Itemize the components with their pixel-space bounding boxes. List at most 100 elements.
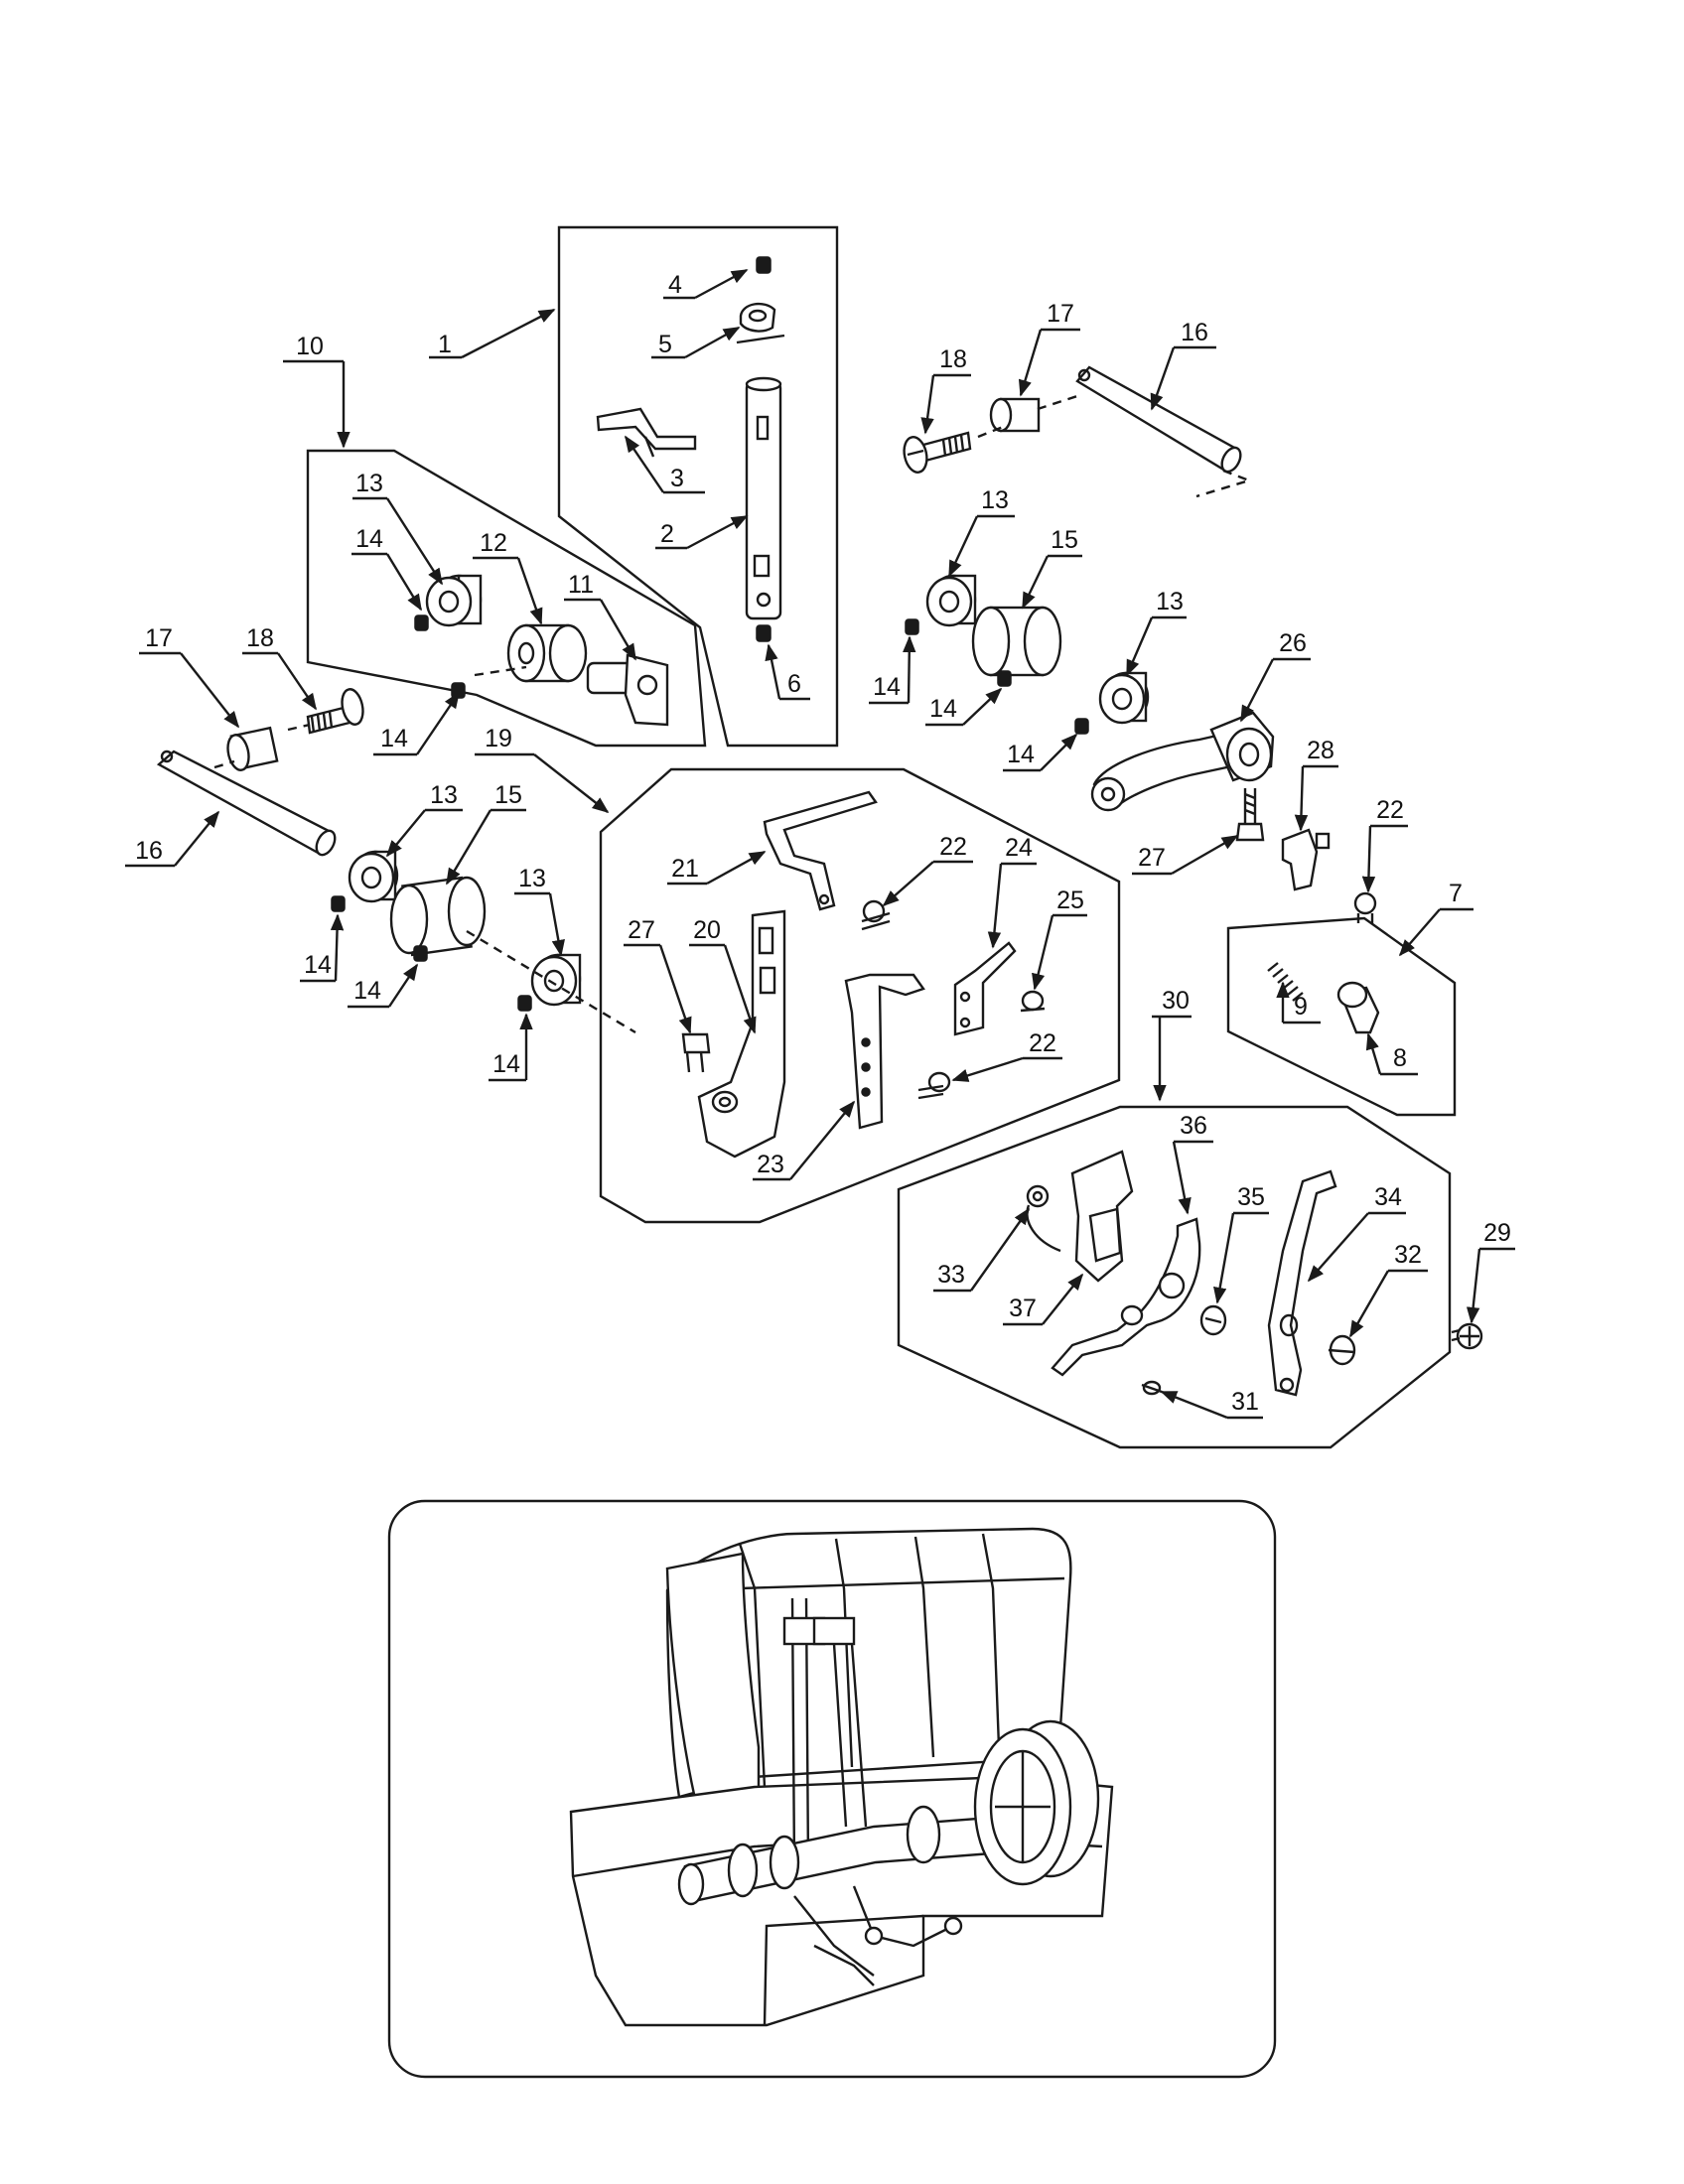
callout-leader xyxy=(1365,1032,1382,1075)
callout-35: 35 xyxy=(1237,1183,1265,1211)
callout-leader xyxy=(1239,658,1275,723)
part-27-screw xyxy=(1235,788,1265,842)
callout-leader xyxy=(765,643,781,700)
group-7-box xyxy=(1226,916,1457,1117)
part-13-collar xyxy=(348,850,399,903)
callout-25: 25 xyxy=(1056,887,1084,914)
part-17-bushing xyxy=(226,726,279,771)
part-13-collar xyxy=(925,574,977,627)
callout-16: 16 xyxy=(135,837,163,865)
callout-7: 7 xyxy=(1449,880,1463,907)
assembly-line xyxy=(1037,393,1081,411)
callout-3: 3 xyxy=(670,465,684,492)
callout-leader xyxy=(1150,346,1176,411)
callout-13: 13 xyxy=(981,486,1009,514)
callout-leader xyxy=(1171,834,1239,876)
part-22-screw xyxy=(861,899,891,931)
callout-leader xyxy=(987,863,1003,949)
part-27-screw xyxy=(681,1032,711,1073)
callout-13: 13 xyxy=(355,470,383,497)
callout-14: 14 xyxy=(1007,741,1035,768)
callout-leader xyxy=(706,850,767,886)
callout-36: 36 xyxy=(1180,1112,1207,1140)
callout-27: 27 xyxy=(628,916,655,944)
group-1-box xyxy=(557,225,839,748)
callout-9: 9 xyxy=(1294,993,1308,1021)
assembly-line xyxy=(287,723,311,732)
machine-inset-panel xyxy=(387,1499,1277,2079)
part-21-bracket xyxy=(763,790,878,911)
part-6-setscrew xyxy=(756,624,772,642)
callout-leader xyxy=(684,326,741,359)
part-23-bracket xyxy=(844,973,925,1130)
part-17-bushing xyxy=(989,397,1041,433)
callout-leader xyxy=(548,892,565,957)
callout-leader xyxy=(1307,1212,1369,1283)
part-22-screw xyxy=(1353,891,1377,923)
callout-28: 28 xyxy=(1307,737,1334,764)
callout-32: 32 xyxy=(1394,1241,1422,1269)
callout-leader xyxy=(1348,1270,1390,1338)
callout-leader xyxy=(686,514,749,550)
assembly-line xyxy=(213,759,235,769)
callout-leader xyxy=(658,944,692,1034)
machine-illustration xyxy=(569,1527,1114,2027)
callout-leader xyxy=(385,809,426,858)
callout-8: 8 xyxy=(1393,1044,1407,1072)
callout-30: 30 xyxy=(1162,987,1190,1015)
callout-14: 14 xyxy=(353,977,381,1005)
part-32-screw xyxy=(1328,1334,1356,1366)
callout-leader xyxy=(903,635,916,704)
part-15-bushing xyxy=(389,876,487,957)
callout-22: 22 xyxy=(939,833,967,861)
assembly-line xyxy=(474,665,527,677)
callout-14: 14 xyxy=(873,673,901,701)
part-3-bracket xyxy=(596,407,697,458)
part-20-arm xyxy=(697,909,786,1159)
inset-frame xyxy=(387,1499,1277,2079)
part-33-spring xyxy=(1026,1184,1061,1253)
callout-23: 23 xyxy=(757,1151,784,1178)
callout-21: 21 xyxy=(671,855,699,883)
part-15-bushing xyxy=(971,606,1062,677)
callout-leader xyxy=(789,1100,856,1180)
callout-leader xyxy=(1160,1390,1228,1420)
callout-31: 31 xyxy=(1231,1388,1259,1416)
assembly-line xyxy=(1195,469,1253,498)
callout-leader xyxy=(1213,1212,1235,1304)
part-36-lever xyxy=(1051,1217,1201,1377)
callout-leader xyxy=(970,1207,1030,1292)
callout-leader xyxy=(625,435,664,493)
callout-leader xyxy=(533,753,610,814)
part-22-screw xyxy=(917,1071,951,1100)
part-14-setscrew xyxy=(451,682,466,699)
callout-leader xyxy=(330,913,345,982)
callout-24: 24 xyxy=(1005,834,1033,862)
callout-5: 5 xyxy=(658,331,672,358)
callout-14: 14 xyxy=(304,951,332,979)
callout-4: 4 xyxy=(668,271,682,299)
part-4-setscrew xyxy=(756,256,772,274)
part-18-shoulder-screw xyxy=(903,431,972,474)
callout-14: 14 xyxy=(929,695,957,723)
part-13-collar xyxy=(530,953,582,1007)
callout-19: 19 xyxy=(485,725,512,752)
callout-34: 34 xyxy=(1374,1183,1402,1211)
callout-leader xyxy=(385,553,423,612)
callout-leader xyxy=(1125,616,1154,677)
part-14-setscrew xyxy=(905,618,919,635)
part-13-collar xyxy=(1098,671,1150,725)
callout-leader xyxy=(416,691,460,755)
callout-27: 27 xyxy=(1138,844,1166,872)
callout-14: 14 xyxy=(492,1050,520,1078)
part-31-spring-clip xyxy=(1141,1380,1163,1396)
callout-15: 15 xyxy=(494,781,522,809)
callout-2: 2 xyxy=(660,520,674,548)
callout-leader xyxy=(947,515,979,578)
callout-leader xyxy=(277,652,317,711)
part-14-setscrew xyxy=(331,895,346,912)
callout-26: 26 xyxy=(1279,629,1307,657)
callout-leader xyxy=(445,809,492,886)
part-11-block xyxy=(586,653,669,727)
